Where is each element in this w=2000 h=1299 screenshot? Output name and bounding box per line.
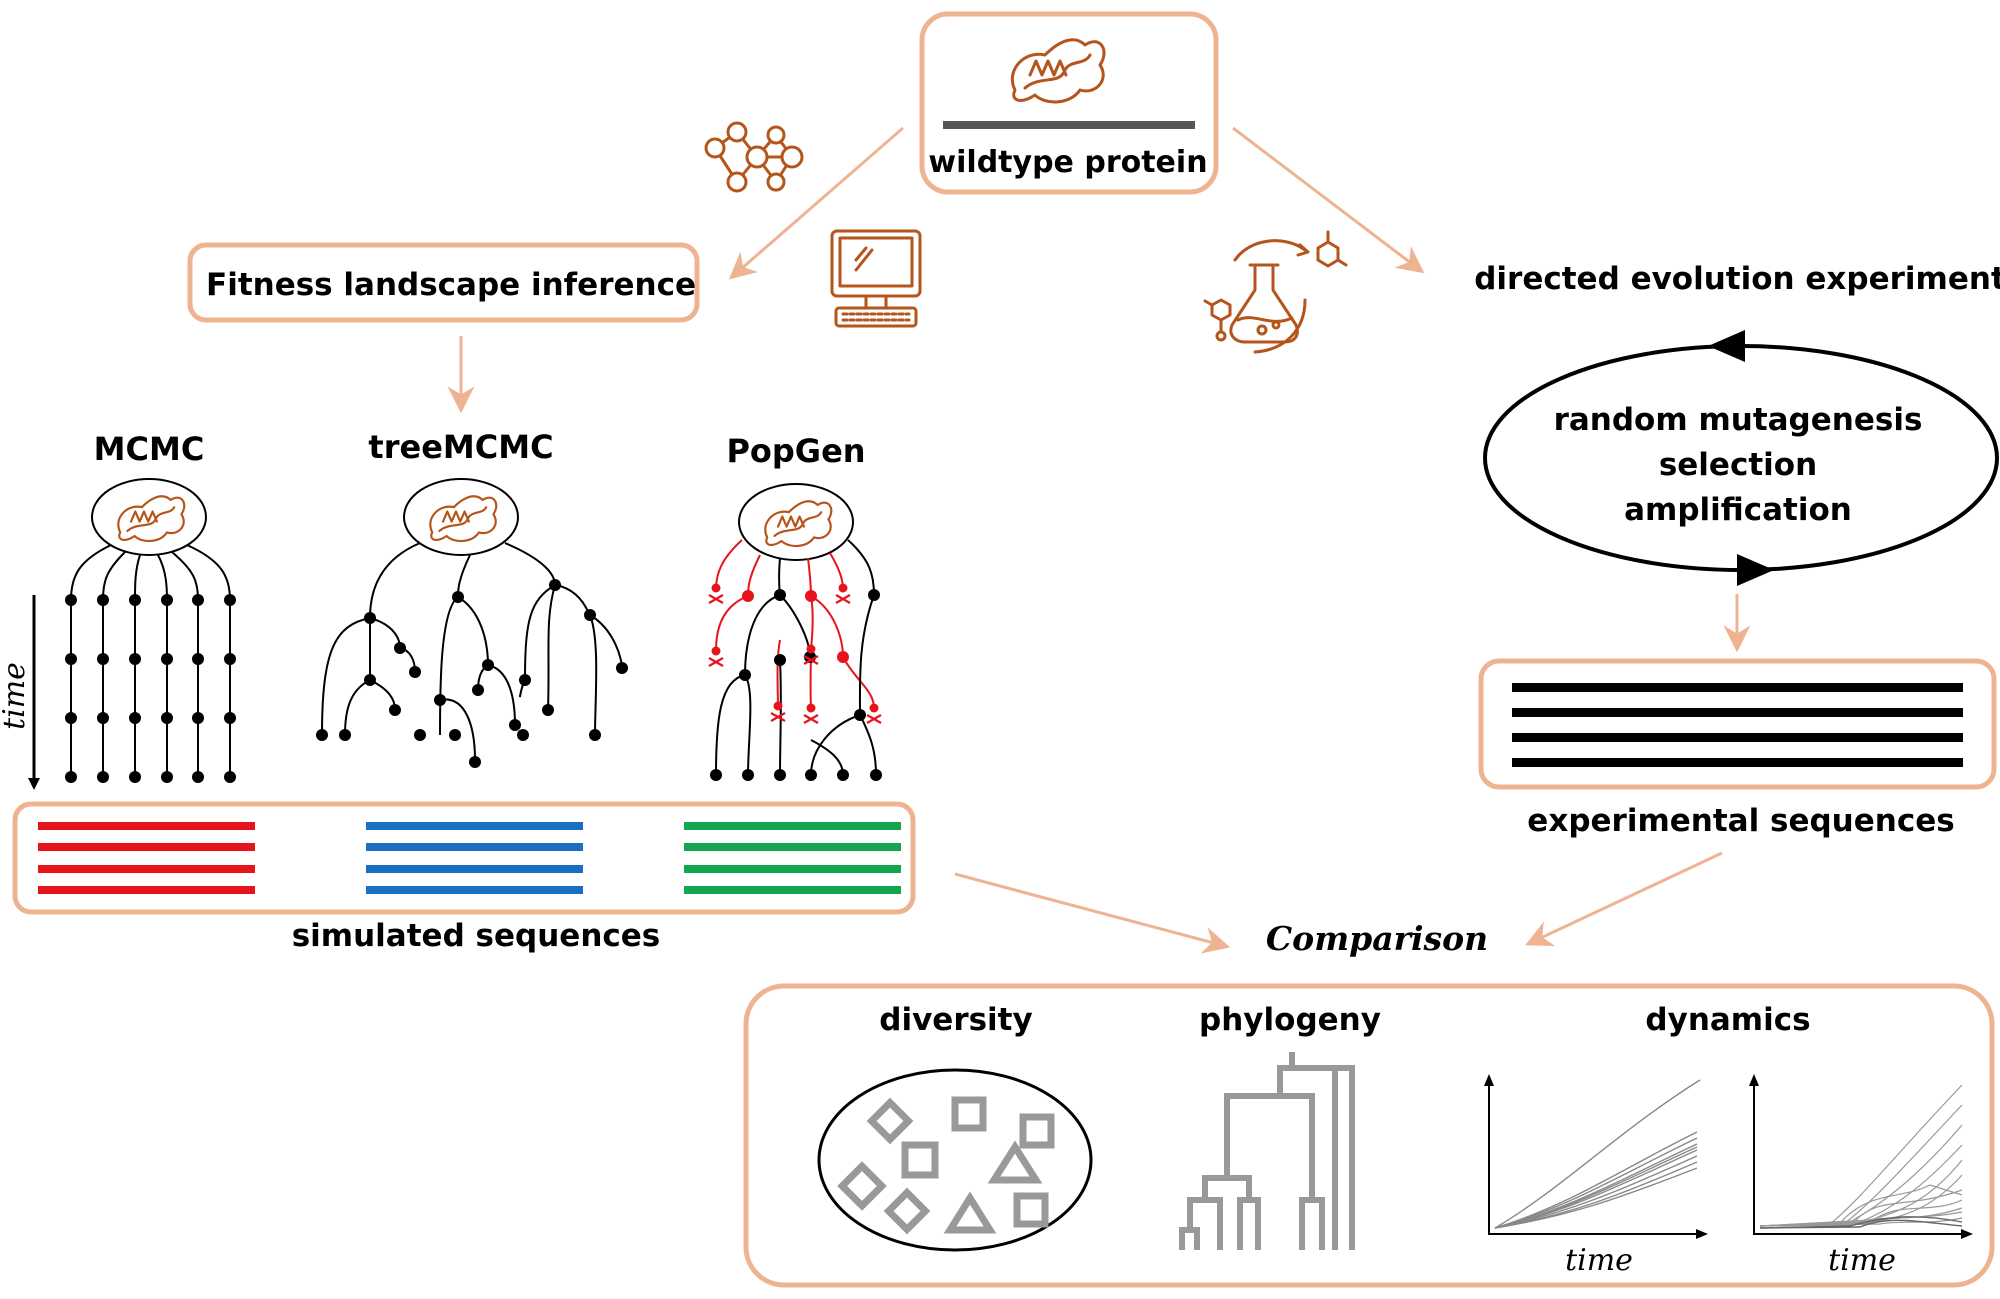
comparison-box bbox=[743, 983, 1995, 1288]
protein-icon bbox=[764, 500, 833, 548]
arrow-experimental-to-comparison bbox=[1525, 851, 1723, 947]
treemcmc-tree bbox=[316, 478, 628, 768]
chemistry-flask-icon bbox=[1203, 230, 1348, 354]
treemcmc-sequences bbox=[366, 822, 583, 894]
cycle-step-mutagenesis: random mutagenesis bbox=[1554, 402, 1923, 438]
diversity-label: diversity bbox=[879, 1002, 1032, 1038]
popgen-tree bbox=[707, 483, 883, 781]
directed-evolution-label: directed evolution experiment bbox=[1474, 261, 2000, 297]
time-label-dynamics-2: time bbox=[1828, 1243, 1896, 1278]
dynamics-plot-1 bbox=[1484, 1074, 1708, 1239]
experimental-sequences-box bbox=[1478, 658, 1997, 790]
time-axis-arrow bbox=[28, 595, 40, 790]
computer-icon bbox=[830, 229, 922, 328]
experimental-sequences bbox=[1512, 683, 1963, 767]
cycle-arrowhead-top bbox=[1708, 330, 1745, 362]
phylogeny-label: phylogeny bbox=[1199, 1002, 1381, 1038]
comparison-label: Comparison bbox=[1266, 919, 1488, 958]
phylogeny-tree-plot bbox=[1179, 1052, 1355, 1250]
dynamics-plot-2 bbox=[1749, 1074, 1973, 1239]
wildtype-label: wildtype protein bbox=[928, 145, 1207, 180]
method-title-treemcmc: treeMCMC bbox=[368, 428, 553, 466]
time-label-dynamics-1: time bbox=[1565, 1243, 1633, 1278]
protein-icon bbox=[429, 495, 498, 543]
arrow-to-fitness bbox=[728, 126, 904, 280]
protein-icon bbox=[117, 495, 186, 543]
cycle-step-amplification: amplification bbox=[1624, 492, 1852, 528]
time-label-left: time bbox=[0, 662, 32, 730]
popgen-sequences bbox=[684, 822, 901, 894]
wildtype-box bbox=[919, 11, 1219, 195]
simulated-sequences-box bbox=[12, 801, 916, 915]
mcmc-chains bbox=[65, 478, 236, 783]
wildtype-sequence-bar bbox=[943, 121, 1195, 129]
cycle-step-selection: selection bbox=[1659, 447, 1817, 483]
fitness-label: Fitness landscape inference bbox=[206, 267, 696, 303]
arrow-to-experiment bbox=[1232, 126, 1425, 274]
cycle-arrowhead-bottom bbox=[1737, 554, 1774, 586]
mcmc-sequences bbox=[38, 822, 255, 894]
arrow-simulated-to-comparison bbox=[954, 872, 1231, 954]
dynamics-label: dynamics bbox=[1645, 1002, 1810, 1038]
experimental-sequences-label: experimental sequences bbox=[1527, 803, 1954, 839]
neural-network-icon bbox=[704, 121, 804, 193]
method-title-popgen: PopGen bbox=[726, 432, 865, 470]
simulated-sequences-label: simulated sequences bbox=[292, 918, 661, 954]
method-title-mcmc: MCMC bbox=[94, 430, 205, 468]
diversity-plot bbox=[817, 1068, 1093, 1252]
fitness-box bbox=[187, 242, 700, 323]
